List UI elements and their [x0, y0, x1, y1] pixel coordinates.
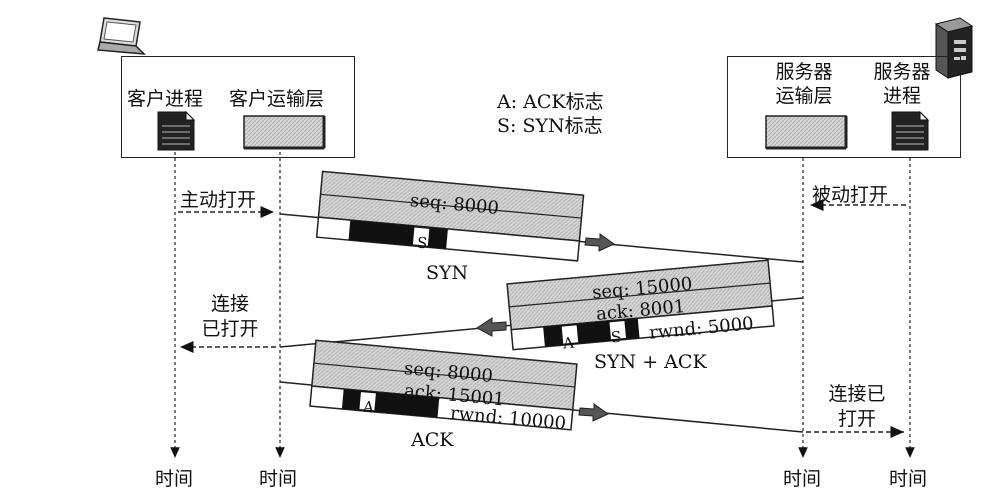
server-icon [934, 17, 974, 79]
ack-direction-arrow [578, 403, 609, 422]
ack-flag-a: A [362, 397, 375, 417]
syn-flag-s: S [416, 233, 429, 253]
client-conn-open-label: 连接 已打开 [185, 292, 275, 342]
server-conn-open-label: 连接已 打开 [812, 382, 902, 432]
passive-open-label: 被动打开 [812, 184, 889, 206]
legend-syn: S: SYN标志 [497, 115, 603, 137]
time-label-server-transport: 时间 [783, 468, 822, 490]
ack-segment [309, 339, 578, 431]
server-process-label: 服务器 进程 [862, 60, 942, 108]
server-host-box [727, 56, 961, 158]
server-transport-line1: 服务器 [775, 61, 833, 83]
client-transport-buffer-icon [243, 115, 326, 150]
client-process-label: 客户进程 [127, 88, 204, 110]
client-conn-open-line1: 连接 [210, 293, 249, 315]
server-transport-label: 服务器 运输层 [764, 60, 844, 108]
time-label-client-transport: 时间 [259, 468, 298, 490]
synack-flag-a: A [562, 333, 575, 353]
server-transport-buffer-icon [765, 115, 848, 150]
server-transport-line2: 运输层 [775, 85, 833, 107]
client-transport-label: 客户运输层 [229, 88, 325, 110]
server-conn-open-line1: 连接已 [828, 383, 886, 405]
syn-segment-name: SYN [426, 262, 469, 284]
synack-segment-name: SYN + ACK [594, 351, 707, 373]
client-host-box [121, 56, 355, 158]
active-open-label: 主动打开 [180, 189, 257, 211]
server-process-document-icon [891, 110, 930, 151]
time-label-client-process: 时间 [155, 468, 194, 490]
server-conn-open-line2: 打开 [837, 408, 876, 430]
syn-direction-arrow [584, 233, 615, 252]
time-label-server-process: 时间 [889, 468, 928, 490]
laptop-icon [97, 17, 146, 55]
synack-flag-s: S [610, 327, 623, 347]
client-conn-open-line2: 已打开 [201, 318, 259, 340]
synack-direction-arrow [476, 317, 507, 337]
legend-ack: A: ACK标志 [497, 91, 604, 113]
server-process-line1: 服务器 [873, 61, 931, 83]
ack-segment-name: ACK [411, 429, 454, 451]
synack-segment [506, 259, 775, 351]
client-process-document-icon [157, 110, 196, 151]
server-process-line2: 进程 [882, 85, 921, 107]
syn-segment [315, 170, 585, 262]
